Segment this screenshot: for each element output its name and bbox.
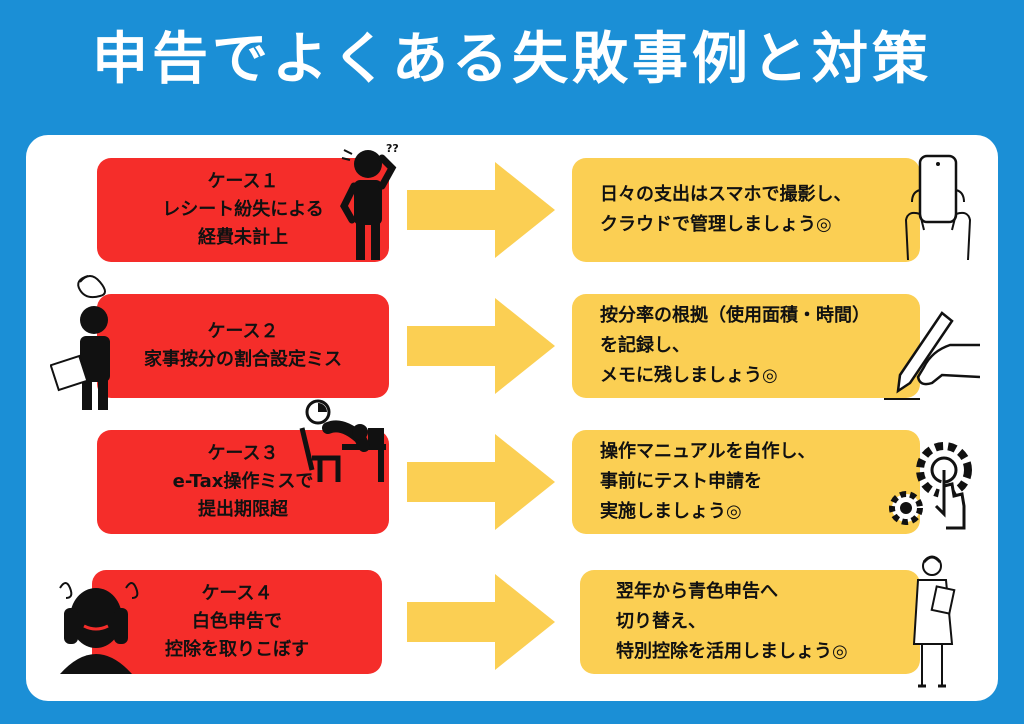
- solution-4-line-1: 翌年から青色申告へ: [616, 581, 778, 602]
- solution-2-box: 按分率の根拠（使用面積・時間） を記録し、 メモに残しましょう◎: [572, 294, 920, 398]
- solution-3-line-2: 事前にテスト申請を: [600, 471, 762, 492]
- case-4-line-3: 控除を取りこぼす: [165, 639, 309, 660]
- woman-holding-tablet-icon: [912, 555, 956, 688]
- solution-2-line-1: 按分率の根拠（使用面積・時間）: [600, 305, 870, 326]
- right-arrow-icon: [407, 434, 555, 530]
- solution-3-line-1: 操作マニュアルを自作し、: [600, 441, 816, 462]
- right-arrow-icon: [407, 162, 555, 258]
- right-arrow-icon: [407, 574, 555, 670]
- case-4-line-2: 白色申告で: [192, 611, 282, 632]
- case-1-line-2: レシート紛失による: [162, 199, 324, 220]
- gears-with-tapping-hand-icon: [889, 442, 972, 530]
- solution-1-line-1: 日々の支出はスマホで撮影し、: [600, 184, 852, 205]
- question-marks: ??: [386, 142, 399, 155]
- exhausted-person-at-desk-icon: [299, 399, 386, 482]
- right-arrow-icon: [407, 298, 555, 394]
- case-2-box: ケース２ 家事按分の割合設定ミス: [97, 294, 389, 398]
- case-2-line-1: ケース２: [207, 321, 279, 342]
- case-1-line-1: ケース１: [207, 171, 279, 192]
- dizzy-person-with-document-icon: [50, 275, 110, 410]
- case-3-line-1: ケース３: [207, 443, 279, 464]
- case-4-box: ケース４ 白色申告で 控除を取りこぼす: [92, 570, 382, 674]
- solution-3-box: 操作マニュアルを自作し、 事前にテスト申請を 実施しましょう◎: [572, 430, 920, 534]
- hands-holding-smartphone-icon: [904, 154, 972, 260]
- case-4-line-1: ケース４: [201, 583, 273, 604]
- confused-person-icon: ??: [340, 142, 399, 260]
- solution-1-box: 日々の支出はスマホで撮影し、 クラウドで管理しましょう◎: [572, 158, 920, 262]
- hand-writing-with-pen-icon: [884, 311, 980, 400]
- page-title: 申告でよくある失敗事例と対策: [92, 27, 932, 92]
- solution-2-line-2: を記録し、: [600, 335, 690, 356]
- case-1-line-3: 経費未計上: [198, 227, 288, 248]
- case-2-line-2: 家事按分の割合設定ミス: [144, 349, 342, 370]
- stressed-person-covering-ears-icon: [59, 582, 139, 674]
- case-3-line-3: 提出期限超: [198, 499, 288, 520]
- solution-1-line-2: クラウドで管理しましょう◎: [600, 214, 832, 235]
- solution-3-line-3: 実施しましょう◎: [600, 501, 742, 522]
- solution-2-line-3: メモに残しましょう◎: [600, 365, 778, 386]
- case-1-box: ケース１ レシート紛失による 経費未計上: [97, 158, 389, 262]
- solution-4-box: 翌年から青色申告へ 切り替え、 特別控除を活用しましょう◎: [580, 570, 920, 674]
- solution-4-line-3: 特別控除を活用しましょう◎: [616, 641, 848, 662]
- solution-4-line-2: 切り替え、: [616, 611, 706, 632]
- case-3-line-2: e-Tax操作ミスで: [172, 471, 314, 492]
